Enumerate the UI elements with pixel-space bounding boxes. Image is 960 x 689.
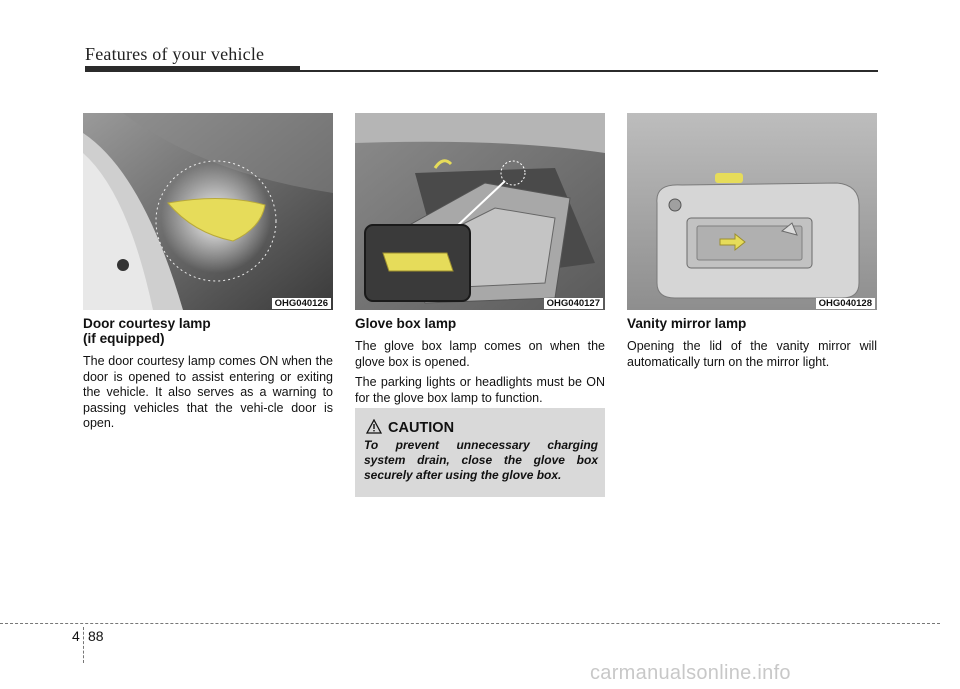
image-code-label: OHG040126 xyxy=(271,298,331,309)
chapter-number: 4 xyxy=(72,628,80,644)
section-heading: Glove box lamp xyxy=(355,316,457,331)
section-heading-line1: Door courtesy lamp xyxy=(83,316,211,331)
footer-rule xyxy=(0,623,940,624)
body-paragraph: Opening the lid of the vanity mirror wil… xyxy=(627,339,877,369)
section-heading: Vanity mirror lamp xyxy=(627,316,747,331)
watermark: carmanualsonline.info xyxy=(590,662,791,684)
section-heading-line2: (if equipped) xyxy=(83,331,165,346)
door-lamp-image: OHG040126 xyxy=(83,113,333,310)
vanity-mirror-lamp-section: Vanity mirror lamp Opening the lid of th… xyxy=(627,316,877,375)
section-heading: Door courtesy lamp (if equipped) xyxy=(83,316,333,346)
caution-text: To prevent unnecessary charging system d… xyxy=(364,438,598,482)
page-number: 88 xyxy=(88,628,104,644)
caution-title: CAUTION xyxy=(388,420,455,436)
body-paragraph: The door courtesy lamp comes ON when the… xyxy=(83,354,333,431)
image-code-label: OHG040127 xyxy=(543,298,603,309)
header-rule-thin xyxy=(300,70,878,72)
image-code-label: OHG040128 xyxy=(815,298,875,309)
footer-divider xyxy=(83,627,84,663)
caution-box: CAUTION To prevent unnecessary charging … xyxy=(355,408,605,497)
page-header-title: Features of your vehicle xyxy=(85,44,265,64)
body-paragraph: The parking lights or headlights must be… xyxy=(355,375,605,405)
glove-box-lamp-image: OHG040127 xyxy=(355,113,605,310)
header-rule xyxy=(85,66,300,72)
glove-box-lamp-section: Glove box lamp The glove box lamp comes … xyxy=(355,316,605,411)
body-paragraph: The glove box lamp comes on when the glo… xyxy=(355,339,605,369)
door-courtesy-lamp-section: Door courtesy lamp (if equipped) The doo… xyxy=(83,316,333,437)
warning-triangle-icon xyxy=(366,419,382,434)
vanity-mirror-lamp-image: OHG040128 xyxy=(627,113,877,310)
